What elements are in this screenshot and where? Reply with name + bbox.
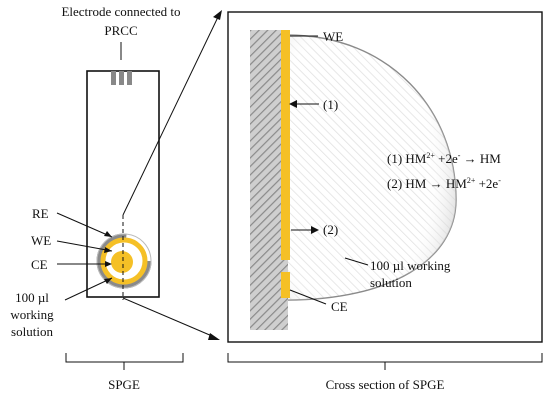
working-solution-left-2: working [10,307,54,322]
spge-bracket [65,353,184,363]
working-electrode-disc [111,251,133,273]
spge-electrode [86,70,160,300]
equation-2-a: (2) HM → HM [387,176,467,191]
we-label-right: WE [323,29,344,44]
we-layer [281,30,290,260]
equation-2-b: +2e [475,176,499,191]
solution-arrow [64,277,113,301]
working-solution-right-1: 100 µl working [370,258,451,273]
zoom-line-bottom [122,297,213,337]
ce-layer [281,272,290,298]
solution-pointer [344,257,369,266]
equation-2: (2) HM → HM2+ +2e- [387,176,501,191]
ce-label-right: CE [331,299,348,314]
re-arrow [56,212,113,238]
equation-1-c: → HM [460,151,501,166]
we-arrow [56,240,113,252]
cross-section-bracket [227,353,543,363]
equation-2-sup1: 2+ [466,176,476,185]
working-solution-right-2: solution [370,275,412,290]
connector-pin-1 [111,71,116,85]
cross-section [250,30,457,330]
zoom-line-top [122,16,219,216]
working-solution-left-1: 100 µl [15,290,49,305]
reference-electrode-ring [96,233,152,289]
we-label-left: WE [31,233,52,248]
ce-label-left: CE [31,257,48,272]
equation-1-b: +2e [434,151,458,166]
equation-1-a: (1) HM [387,151,427,166]
connector-pin-2 [119,71,124,85]
spge-label: SPGE [108,377,140,392]
connector-pin-3 [127,71,132,85]
re-label: RE [32,206,49,221]
ce-pointer [289,289,327,305]
equation-1-sup1: 2+ [426,151,435,160]
equation-1: (1) HM2+ +2e- → HM [387,151,501,166]
equation-2-sup2: - [498,176,501,185]
electrode-connected-label: Electrode connected to [61,4,181,19]
equation-1-sup2: - [457,151,461,160]
step-2-marker: (2) [323,222,339,237]
working-solution-left-3: solution [11,324,53,339]
prcc-label: PRCC [104,23,138,38]
counter-electrode-ring [100,237,148,285]
cross-section-label: Cross section of SPGE [325,377,445,392]
electrode-outline [96,233,152,289]
step-1-marker: (1) [323,97,339,112]
